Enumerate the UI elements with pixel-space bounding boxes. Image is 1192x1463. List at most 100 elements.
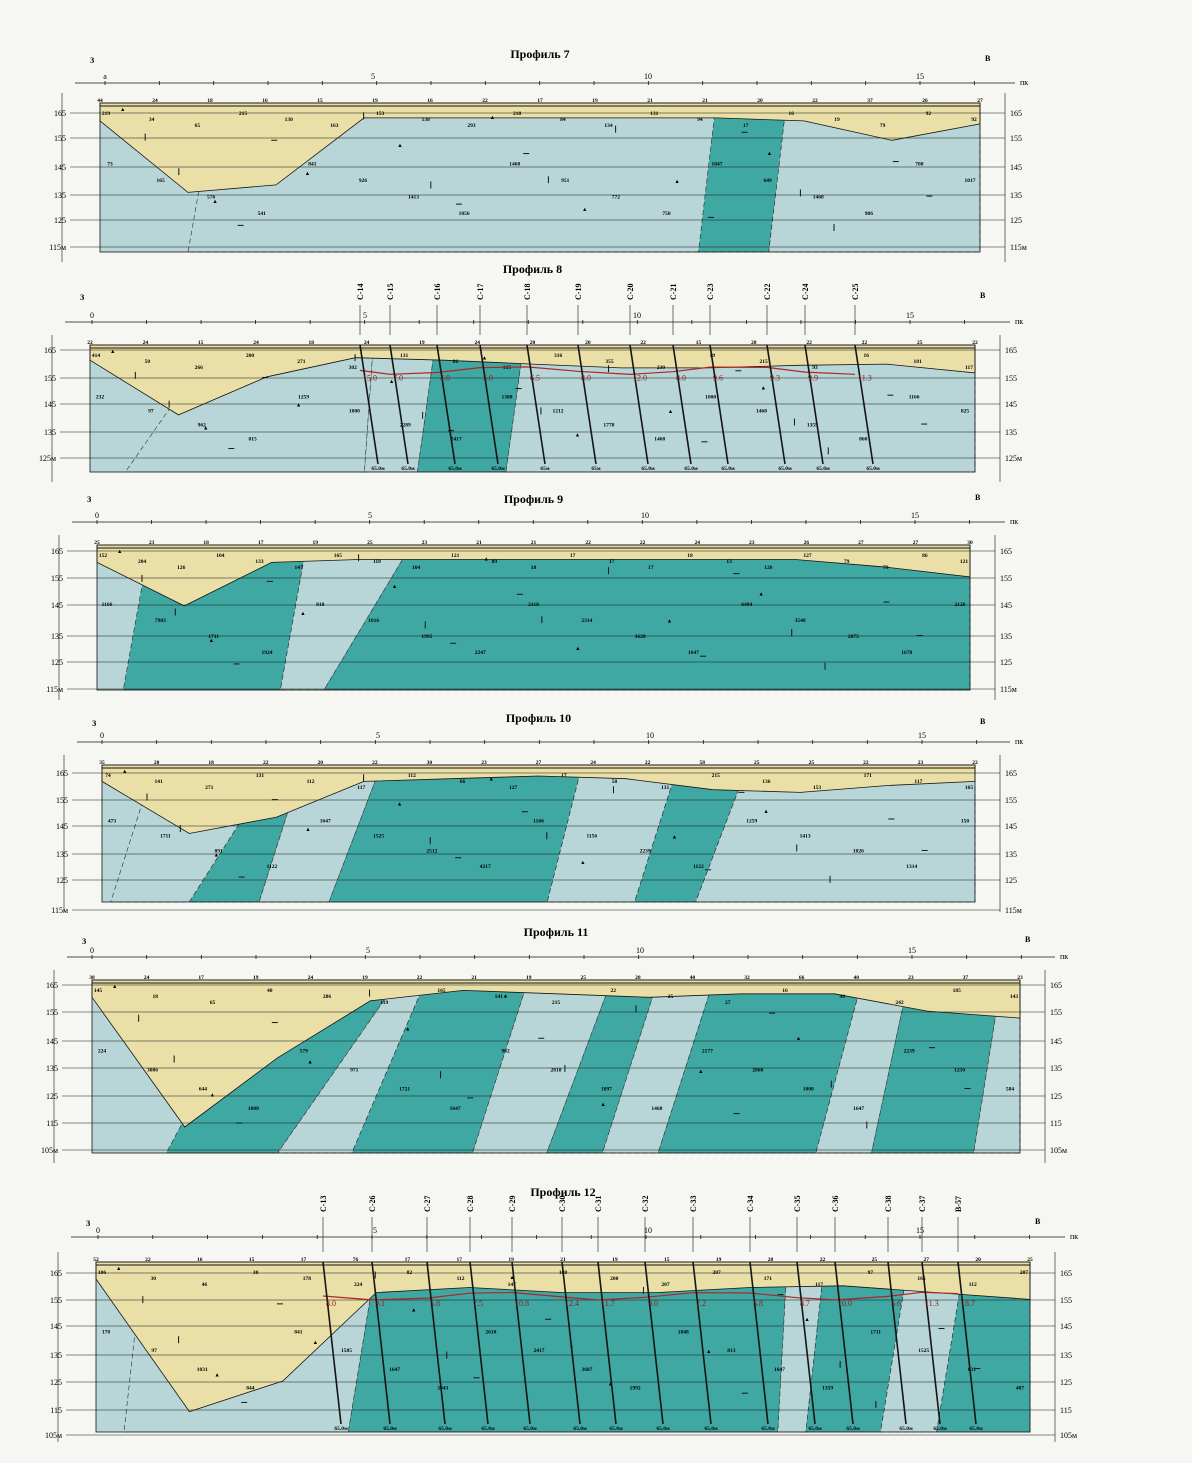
symbol-triangle: ▲ [405,1026,410,1032]
upper-layer-value: 40 [267,988,273,994]
surface-value: 22 [372,760,378,766]
symbol-triangle: ▲ [767,151,772,157]
surface-value: 19 [592,98,598,104]
deep-layer-value: 1848 [678,1329,689,1335]
deep-layer-value: 2860 [752,1068,763,1074]
symbol-triangle: ▲ [203,426,208,432]
surface-value: 15 [198,340,204,346]
deep-layer-value: 1000 [803,1087,814,1093]
borehole-label: С-26 [368,1196,377,1212]
upper-layer-value: 207 [1020,1270,1029,1276]
surface-value: 27 [923,1257,929,1263]
upper-layer-value: 215 [712,773,721,779]
deep-layer-value: 2818 [551,1068,562,1074]
borehole-line [854,344,874,465]
symbol-triangle: ▲ [389,379,394,385]
surface-value: 16 [262,98,268,104]
borehole-boundary-depth: 5.8 [430,1299,440,1308]
elevation-label-right: 125 [1060,1378,1072,1387]
upper-layer-value: 141 [155,779,164,785]
elevation-label-right: 125 [1005,876,1017,885]
symbol-triangle: ▲ [580,860,585,866]
west-label: З [87,495,91,504]
deep-layer-value: 1259 [746,819,757,825]
deep-layer-value: 7903 [155,618,166,624]
symbol-triangle: ▲ [674,179,679,185]
borehole-boundary-depth: 10.0 [838,1299,852,1308]
symbol-triangle: ▲ [582,207,587,213]
upper-layer-value: 119 [380,1000,388,1006]
deep-layer-value: 97 [148,408,154,414]
upper-layer-value: 112 [969,1282,977,1288]
upper-layer-value: 143 [1010,994,1019,1000]
deep-layer-value: 165 [156,178,165,184]
surface-value: 18 [207,98,213,104]
borehole-boundary-depth: 7.0 [393,373,403,382]
elevation-label-left: 145 [54,163,66,172]
borehole-label: С-16 [433,284,442,300]
upper-layer-value: 271 [297,359,306,365]
elevation-label-left: 155 [44,374,56,383]
upper-layer-value: 147 [295,565,304,571]
surface-value: 18 [309,340,315,346]
borehole-line [577,344,597,465]
symbol-triangle: ▲ [397,143,402,149]
upper-layer-value: 133 [255,559,264,565]
borehole-boundary-depth: 11.7 [601,1299,615,1308]
upper-layer-value: 171 [764,1276,773,1282]
deep-layer-value: 2512 [426,849,437,855]
upper-layer-value: 17 [561,773,567,779]
surface-value: 37 [963,975,969,981]
upper-layer-value: 152 [99,553,108,559]
surface-value: 15 [317,98,323,104]
elevation-label-right: 115м [1005,906,1022,915]
upper-layer-value: 104 [216,553,225,559]
surface-value: 17 [456,1257,462,1263]
rock-block [601,979,715,1154]
deep-layer-value: 1585 [341,1348,352,1354]
picket-mark: 0 [96,1226,100,1235]
elevation-label-left: 115 [46,1119,58,1128]
surface-value: 24 [590,760,596,766]
deep-layer-value: 1525 [918,1348,929,1354]
elevation-label-right: 165 [1000,547,1012,556]
profile-title: Профиль 10 [506,711,571,725]
elevation-label-right: 165 [1060,1269,1072,1278]
surface-value: 22 [482,98,488,104]
deep-layer-value: 1031 [197,1367,208,1373]
deep-layer-value: 178 [102,1329,111,1335]
borehole-depth-label: 65.0м [491,466,505,472]
upper-layer-value: 131 [650,111,659,117]
deep-layer-value: 962 [198,422,207,428]
elevation-label-left: 125 [54,216,66,225]
borehole-label: С-13 [319,1196,328,1212]
profile-title: Профиль 8 [503,262,562,276]
west-label: З [90,56,94,65]
elevation-label-left: 135 [51,632,63,641]
deep-layer-value: 584 [1006,1087,1015,1093]
upper-layer-value: 200 [610,1276,619,1282]
deep-layer-value: 649 [764,178,773,184]
borehole-label: С-27 [423,1196,432,1212]
upper-layer-value: 30 [150,1276,156,1282]
borehole-depth-label: 65.0м [334,1426,348,1432]
upper-layer-value: 218 [513,111,522,117]
deep-layer-value: 708 [915,162,924,168]
deep-layer-value: 1308 [502,394,513,400]
symbol-triangle: ▲ [112,984,117,990]
symbol-triangle: ▲ [296,402,301,408]
deep-layer-value: 3086 [147,1068,158,1074]
symbol-triangle: ▲ [212,199,217,205]
deep-layer-value: 1122 [693,864,704,870]
symbol-triangle: ▲ [575,646,580,652]
elevation-label-right: 125м [1005,454,1022,463]
surface-value: 26 [804,540,810,546]
deep-layer-value: 631 [968,1367,977,1373]
upper-layer-value: 17 [648,565,654,571]
east-label: В [985,54,991,63]
borehole-line [629,344,649,465]
borehole-line [834,1261,854,1425]
elevation-label-left: 165 [51,547,63,556]
